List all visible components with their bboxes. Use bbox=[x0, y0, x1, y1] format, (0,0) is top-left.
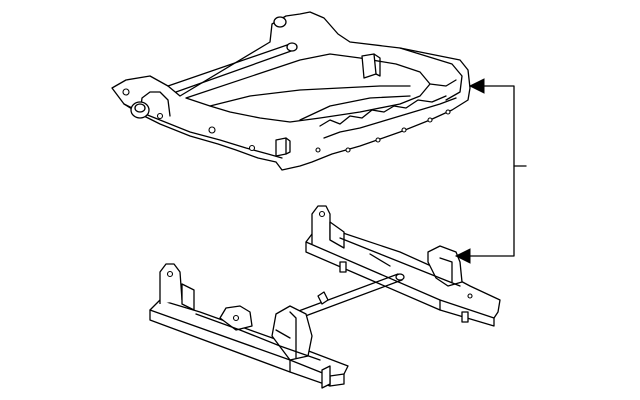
seat-track-adjuster[interactable] bbox=[149, 205, 501, 389]
callout-leader bbox=[454, 78, 527, 264]
seat-frame-cushion[interactable] bbox=[111, 11, 471, 171]
callout-arrow-upper-icon bbox=[468, 78, 485, 94]
callout-arrow-lower-icon bbox=[454, 248, 471, 264]
